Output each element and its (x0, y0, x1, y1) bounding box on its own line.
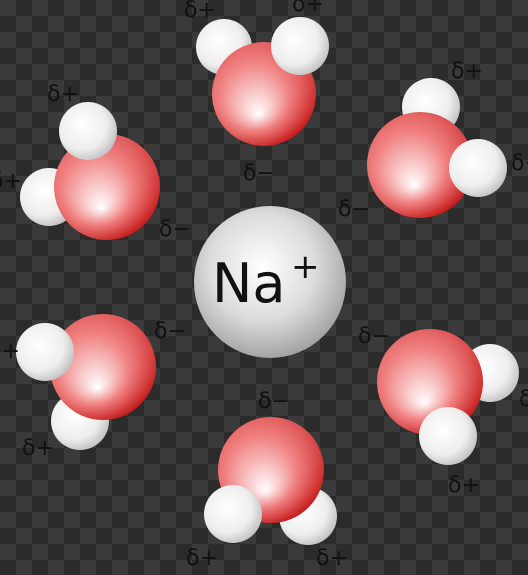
hydrogen-atom (16, 323, 74, 381)
sodium-ion: Na + (194, 206, 346, 358)
partial-charge-label: δ+ (292, 0, 324, 17)
partial-charge-label: δ+ (448, 473, 480, 498)
partial-charge-label: δ+ (47, 82, 79, 107)
hydrogen-atom (419, 407, 477, 465)
sodium-symbol: Na (212, 252, 286, 315)
hydrogen-atom (271, 17, 329, 75)
partial-charge-label: δ+ (22, 436, 54, 461)
partial-charge-label: δ− (258, 389, 290, 414)
partial-charge-label: δ+ (0, 339, 20, 364)
oxygen-atom (367, 112, 473, 218)
partial-charge-label: δ− (358, 324, 390, 349)
oxygen-atom (54, 134, 160, 240)
partial-charge-label: δ+ (451, 59, 483, 84)
partial-charge-label: δ+ (511, 151, 528, 176)
partial-charge-label: δ+ (186, 546, 218, 571)
oxygen-atom (50, 314, 156, 420)
hydrogen-atom (449, 139, 507, 197)
hydrogen-atom (59, 102, 117, 160)
water-molecule-top-right: δ+ δ+ δ− (338, 59, 528, 222)
hydrogen-atom (204, 485, 262, 543)
partial-charge-label: δ− (159, 217, 191, 242)
partial-charge-label: δ+ (0, 169, 22, 194)
partial-charge-label: δ− (338, 197, 370, 222)
partial-charge-label: δ+ (184, 0, 216, 23)
sodium-charge: + (291, 247, 320, 287)
sodium-sphere (194, 206, 346, 358)
partial-charge-label: δ+ (316, 546, 348, 571)
partial-charge-label: δ− (154, 319, 186, 344)
water-molecule-bottom-left: δ− δ+ δ+ (0, 314, 186, 461)
water-molecule-top-left: δ+ δ+ δ− (0, 82, 191, 242)
partial-charge-label: δ− (243, 161, 275, 186)
water-molecule-top: δ+ δ+ δ− (184, 0, 329, 186)
partial-charge-label: δ+ (519, 387, 528, 412)
water-molecule-right: δ− δ+ δ+ (358, 324, 528, 498)
water-molecule-bottom: δ− δ+ δ+ (186, 389, 348, 571)
